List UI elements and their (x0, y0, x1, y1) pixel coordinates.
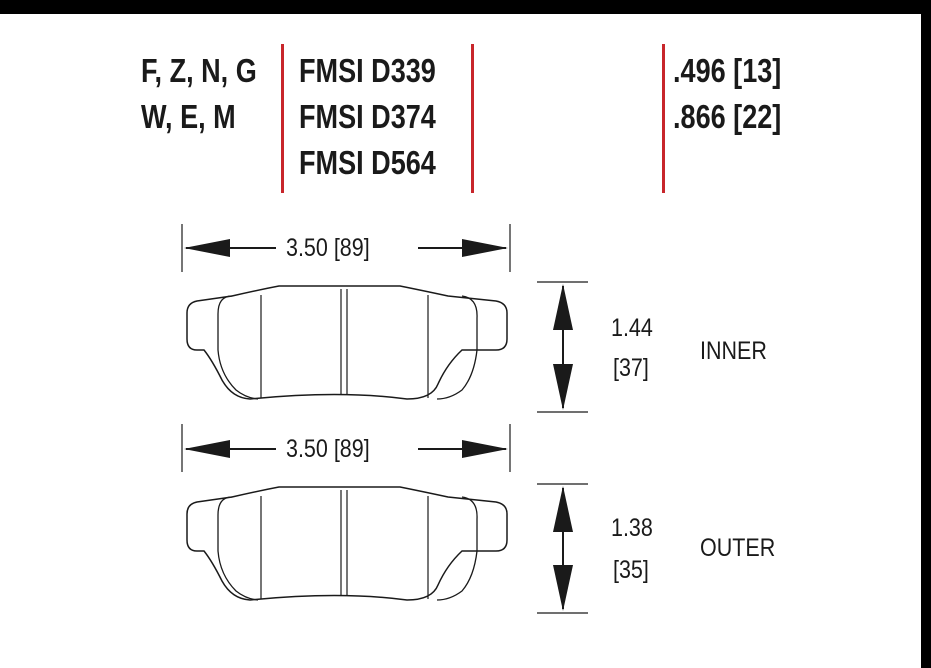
inner-width-dimension (181, 224, 511, 272)
outer-height-dimension (537, 483, 588, 614)
fmsi-code-2: FMSI D374 (299, 98, 436, 135)
inner-pad-outline (186, 285, 508, 400)
outer-width-label: 3.50 [89] (286, 435, 370, 463)
outer-pad-outline (186, 486, 508, 601)
header-divider-2 (471, 44, 474, 193)
inner-width-label: 3.50 [89] (286, 234, 370, 262)
outer-position-label: OUTER (700, 534, 776, 562)
fmsi-code-3: FMSI D564 (299, 144, 436, 181)
outer-width-dimension (181, 424, 511, 472)
fmsi-code-1: FMSI D339 (299, 52, 436, 89)
compound-codes-line-2: W, E, M (141, 98, 236, 135)
compound-codes-line-1: F, Z, N, G (141, 52, 257, 89)
inner-height-dimension (537, 281, 588, 413)
outer-height-label: 1.38 (611, 514, 653, 542)
header-divider-3 (662, 44, 665, 193)
thickness-1: .496 [13] (673, 52, 782, 89)
header-divider-1 (281, 44, 284, 193)
inner-position-label: INNER (700, 337, 767, 365)
inner-height-label: 1.44 (611, 314, 653, 342)
inner-height-metric-label: [37] (613, 354, 649, 382)
outer-height-metric-label: [35] (613, 556, 649, 584)
thickness-2: .866 [22] (673, 98, 782, 135)
